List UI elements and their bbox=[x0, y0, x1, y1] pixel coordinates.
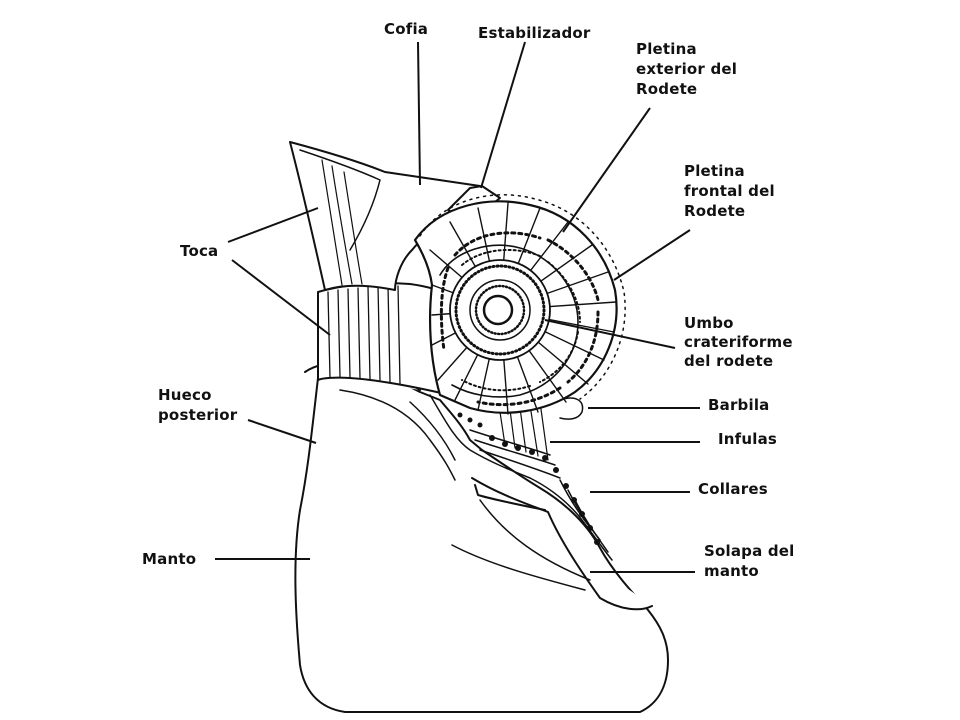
necklaces bbox=[469, 429, 609, 553]
leader-pletina-exterior bbox=[562, 107, 651, 233]
label-pletina-frontal: Pletina frontal del Rodete bbox=[684, 162, 780, 220]
rodete-inner-ring bbox=[439, 244, 579, 398]
cofia-pleats bbox=[321, 159, 363, 286]
label-infulas: Infulas bbox=[718, 430, 777, 448]
label-barbilla: Barbila bbox=[708, 396, 770, 414]
chin bbox=[559, 397, 584, 420]
leader-toca-2 bbox=[231, 259, 331, 336]
label-hueco-posterior: Hueco posterior bbox=[158, 386, 238, 424]
leader-lines bbox=[215, 41, 700, 573]
leader-hueco bbox=[247, 419, 317, 444]
labels: Cofia Estabilizador Pletina exterior del… bbox=[142, 20, 800, 580]
leader-toca-1 bbox=[227, 207, 319, 243]
rodete-hatching-2 bbox=[461, 248, 581, 392]
label-solapa: Solapa del manto bbox=[704, 542, 800, 580]
umbo-core bbox=[482, 294, 514, 326]
mantle-shape bbox=[294, 372, 669, 713]
neck-front bbox=[429, 394, 613, 561]
mantle-fold-4 bbox=[339, 389, 456, 481]
infula-strands bbox=[499, 401, 549, 461]
leader-cofia bbox=[417, 41, 421, 186]
leader-estabilizador bbox=[480, 41, 526, 189]
mantle-fold-3 bbox=[409, 401, 456, 461]
rodete-hatching bbox=[439, 231, 600, 407]
mantle-fold-2 bbox=[479, 499, 591, 581]
figure-drawing bbox=[289, 141, 669, 713]
infula-beads bbox=[457, 412, 600, 545]
umbo-ring-stipple bbox=[474, 284, 526, 336]
leader-pletina-frontal bbox=[613, 229, 691, 281]
label-manto: Manto bbox=[142, 550, 196, 568]
cofia-inner-ridge bbox=[299, 149, 381, 251]
label-collares: Collares bbox=[698, 480, 768, 498]
cofia-cap bbox=[289, 141, 481, 291]
label-cofia: Cofia bbox=[384, 20, 428, 38]
mantle-lapel bbox=[471, 477, 653, 611]
mantle-lapel-inner bbox=[474, 484, 546, 511]
label-estabilizador: Estabilizador bbox=[478, 24, 591, 42]
label-toca: Toca bbox=[180, 242, 218, 260]
rodete-rim-dots bbox=[419, 194, 626, 400]
label-pletina-exterior: Pletina exterior del Rodete bbox=[636, 40, 743, 98]
leader-umbo bbox=[544, 319, 676, 349]
label-umbo: Umbo crateriforme del rodete bbox=[684, 314, 798, 370]
mantle-fold-1 bbox=[451, 544, 586, 591]
umbo-stipple bbox=[454, 264, 546, 356]
